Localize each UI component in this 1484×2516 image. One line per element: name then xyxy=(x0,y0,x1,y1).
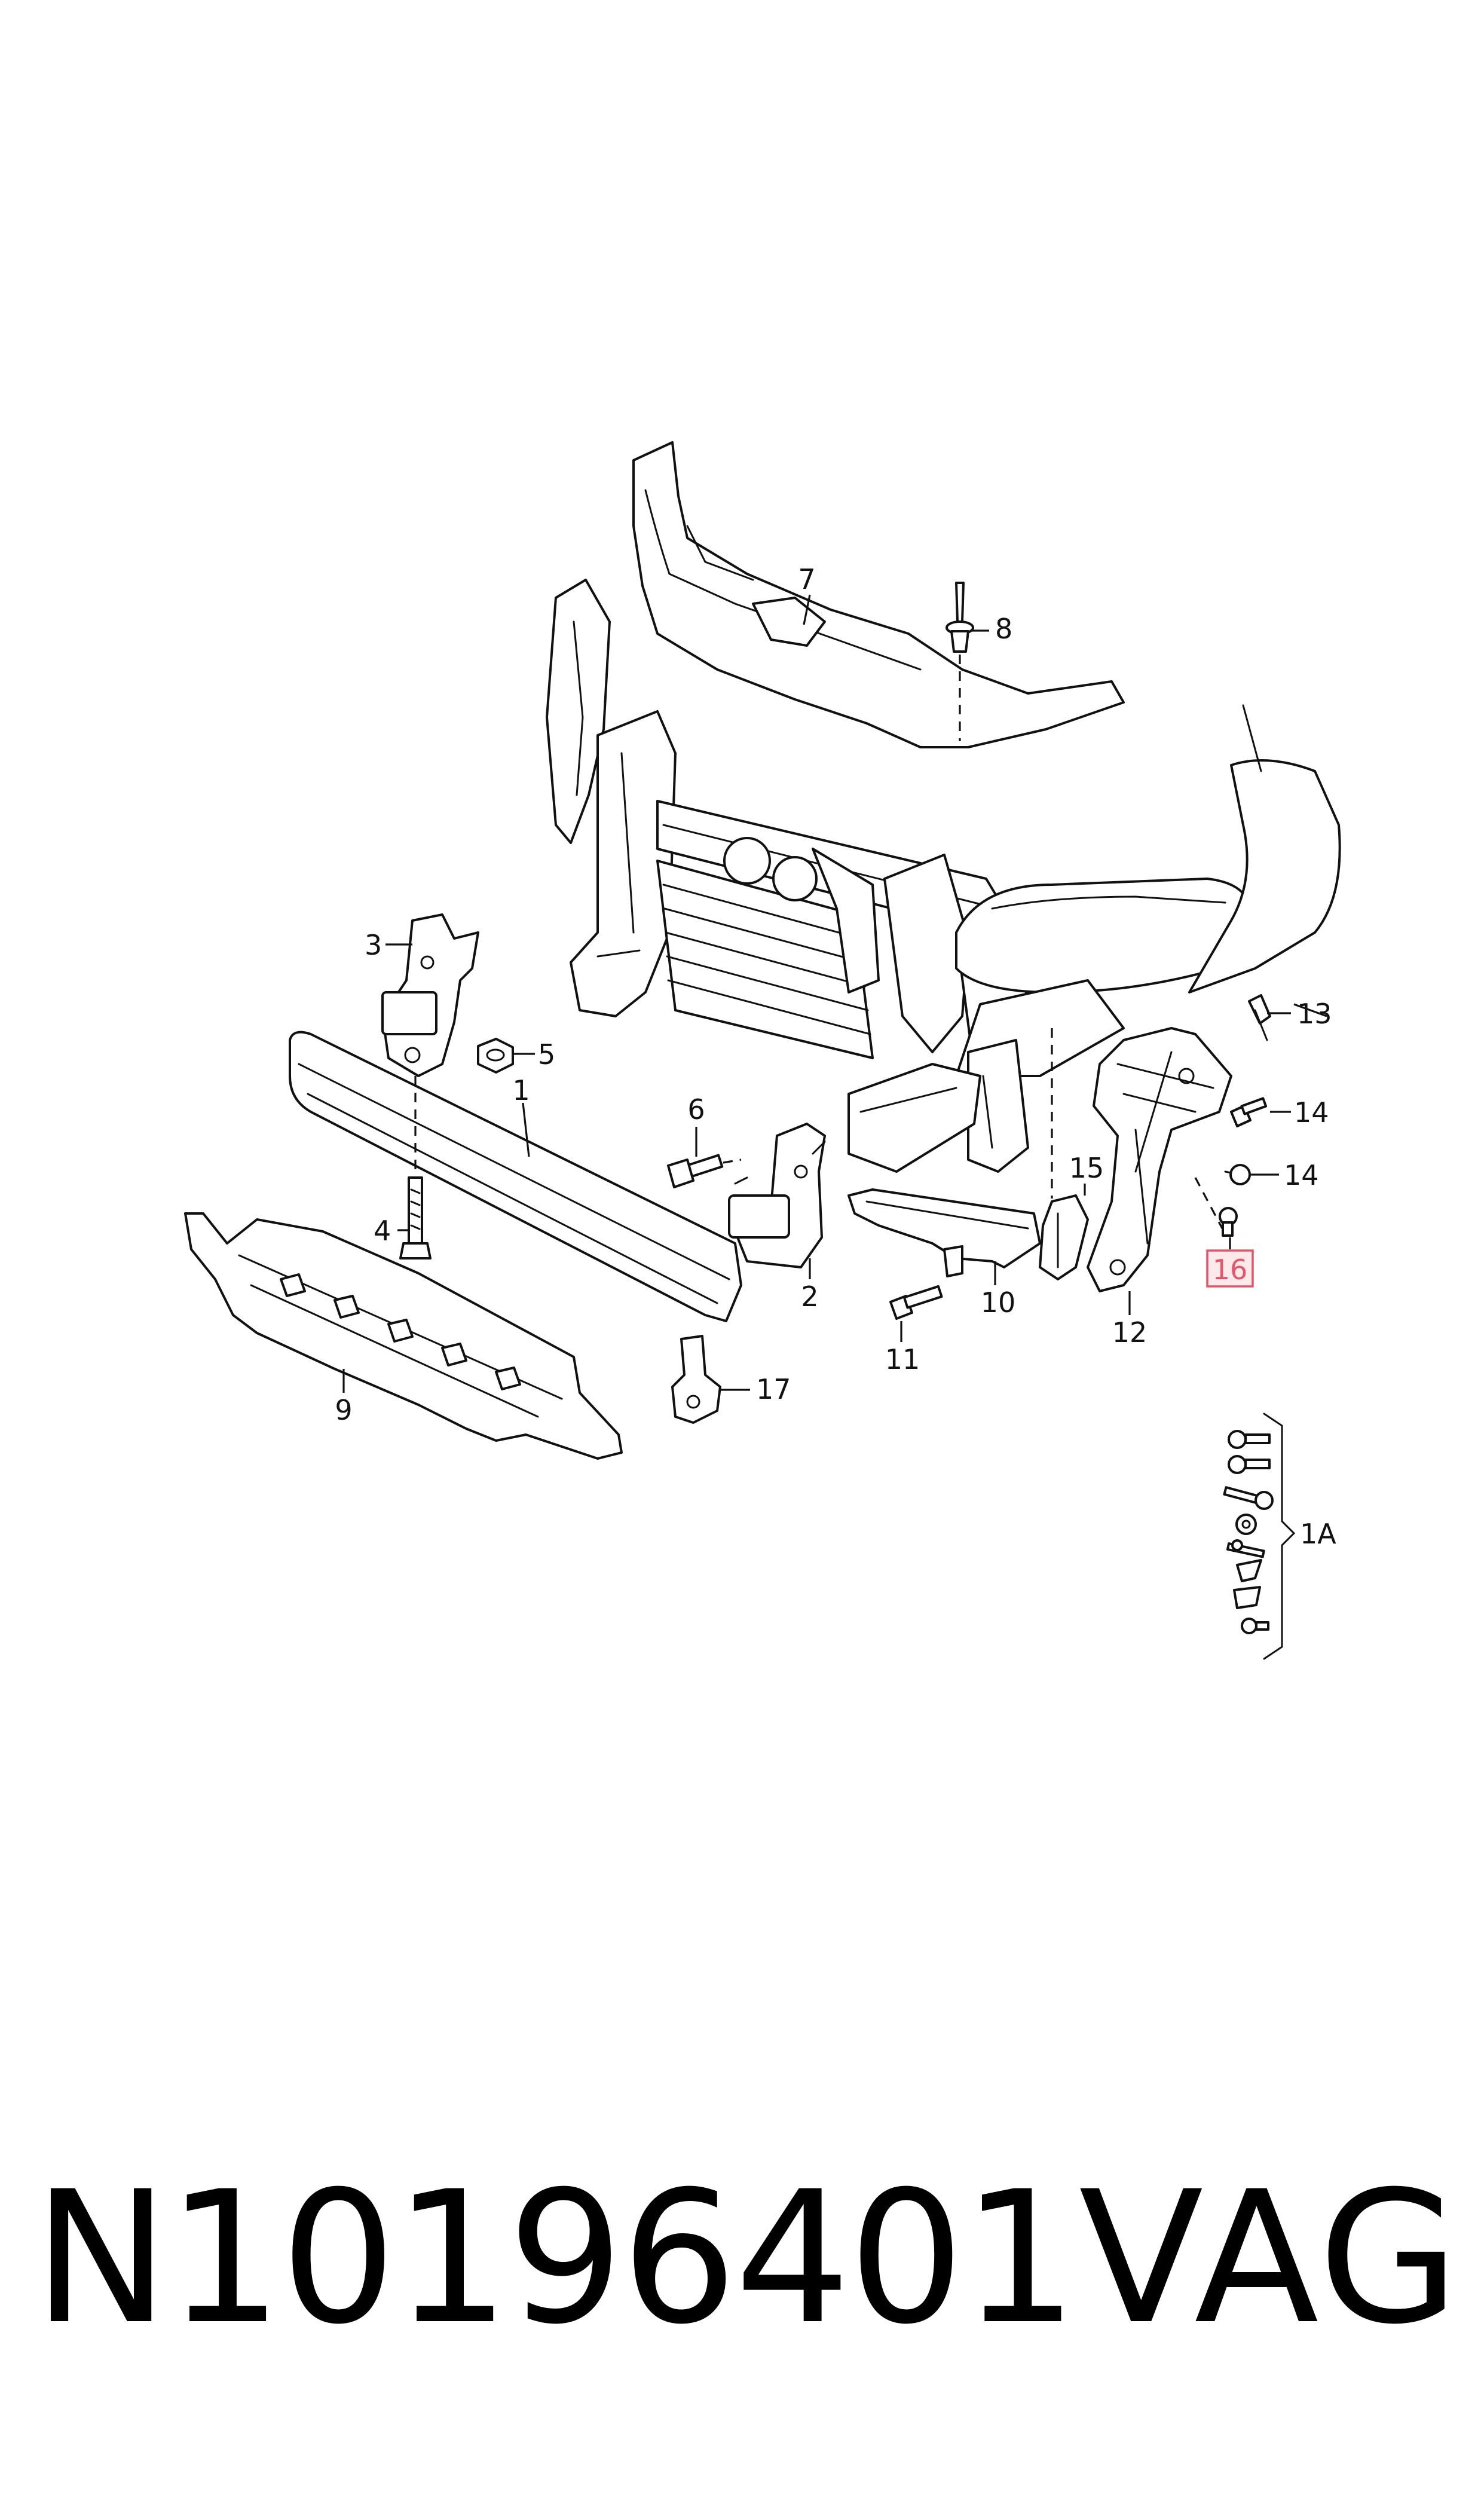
brand-label: VAG xyxy=(1079,2152,1462,2364)
callout-11: 11 xyxy=(885,1343,920,1375)
callout-1A: 1A xyxy=(1300,1518,1336,1550)
part-13-clip xyxy=(1248,994,1271,1041)
exploded-parts-diagram: 7 8 3 5 1 6 4 2 10 11 12 15 13 14 14 16 … xyxy=(184,441,1341,1660)
callout-12: 12 xyxy=(1112,1316,1148,1349)
fastener-clip-2 xyxy=(1233,1586,1261,1609)
callout-16: 16 xyxy=(1213,1254,1248,1286)
callout-9: 9 xyxy=(335,1394,352,1426)
fastener-rivet xyxy=(1226,1539,1265,1558)
callout-1: 1 xyxy=(512,1074,530,1106)
callout-10: 10 xyxy=(981,1286,1016,1319)
callout-7: 7 xyxy=(798,563,815,595)
part-14-screw-upper xyxy=(1230,1097,1268,1127)
fastener-nut xyxy=(1235,1514,1257,1535)
callout-14-lower: 14 xyxy=(1284,1159,1319,1191)
callout-13: 13 xyxy=(1297,998,1332,1030)
part-5-nut xyxy=(477,1038,514,1074)
part-14-screw-lower xyxy=(1224,1164,1251,1185)
fastener-bolt-3 xyxy=(1223,1486,1274,1510)
callout-14-upper: 14 xyxy=(1294,1096,1329,1129)
part-17-bracket xyxy=(671,1335,721,1424)
part-11-screw xyxy=(889,1285,943,1320)
part-number: N10196401 xyxy=(33,2152,1078,2364)
fastener-set-brace xyxy=(1263,1413,1296,1660)
part-3-bracket xyxy=(381,913,479,1077)
callout-8: 8 xyxy=(995,613,1012,645)
part-6-bolt xyxy=(667,1154,724,1188)
fastener-bolt-1 xyxy=(1228,1430,1271,1449)
fastener-clip-1 xyxy=(1236,1559,1262,1582)
part-15-panel xyxy=(1039,1194,1089,1280)
part-8-rivet xyxy=(946,582,974,653)
part-10-bracket xyxy=(847,1188,1041,1277)
part-16-screw xyxy=(1219,1207,1238,1237)
callout-4: 4 xyxy=(374,1215,391,1247)
callout-15: 15 xyxy=(1069,1152,1104,1184)
callout-17: 17 xyxy=(756,1373,791,1405)
callout-16-highlight-box xyxy=(1206,1249,1254,1288)
fastener-screw-small xyxy=(1241,1618,1269,1634)
leader-lines xyxy=(342,594,1327,1393)
front-end-body-structure xyxy=(546,441,1341,1173)
part-12-guide-bracket xyxy=(1087,1027,1232,1292)
callout-5: 5 xyxy=(538,1038,555,1071)
part-1A-fastener-set xyxy=(1223,1413,1296,1660)
part-4-bolt xyxy=(399,1176,432,1259)
fastener-bolt-2 xyxy=(1228,1455,1271,1474)
part-1-bumper-crossbar xyxy=(289,1031,742,1322)
callout-3: 3 xyxy=(365,929,382,961)
callout-labels: 7 8 3 5 1 6 4 2 10 11 12 15 13 14 14 16 … xyxy=(335,563,1336,1550)
part-2-bracket xyxy=(728,1123,826,1268)
part-9-impact-absorber xyxy=(184,1212,623,1460)
callout-6: 6 xyxy=(687,1093,705,1126)
callout-2: 2 xyxy=(801,1280,818,1313)
